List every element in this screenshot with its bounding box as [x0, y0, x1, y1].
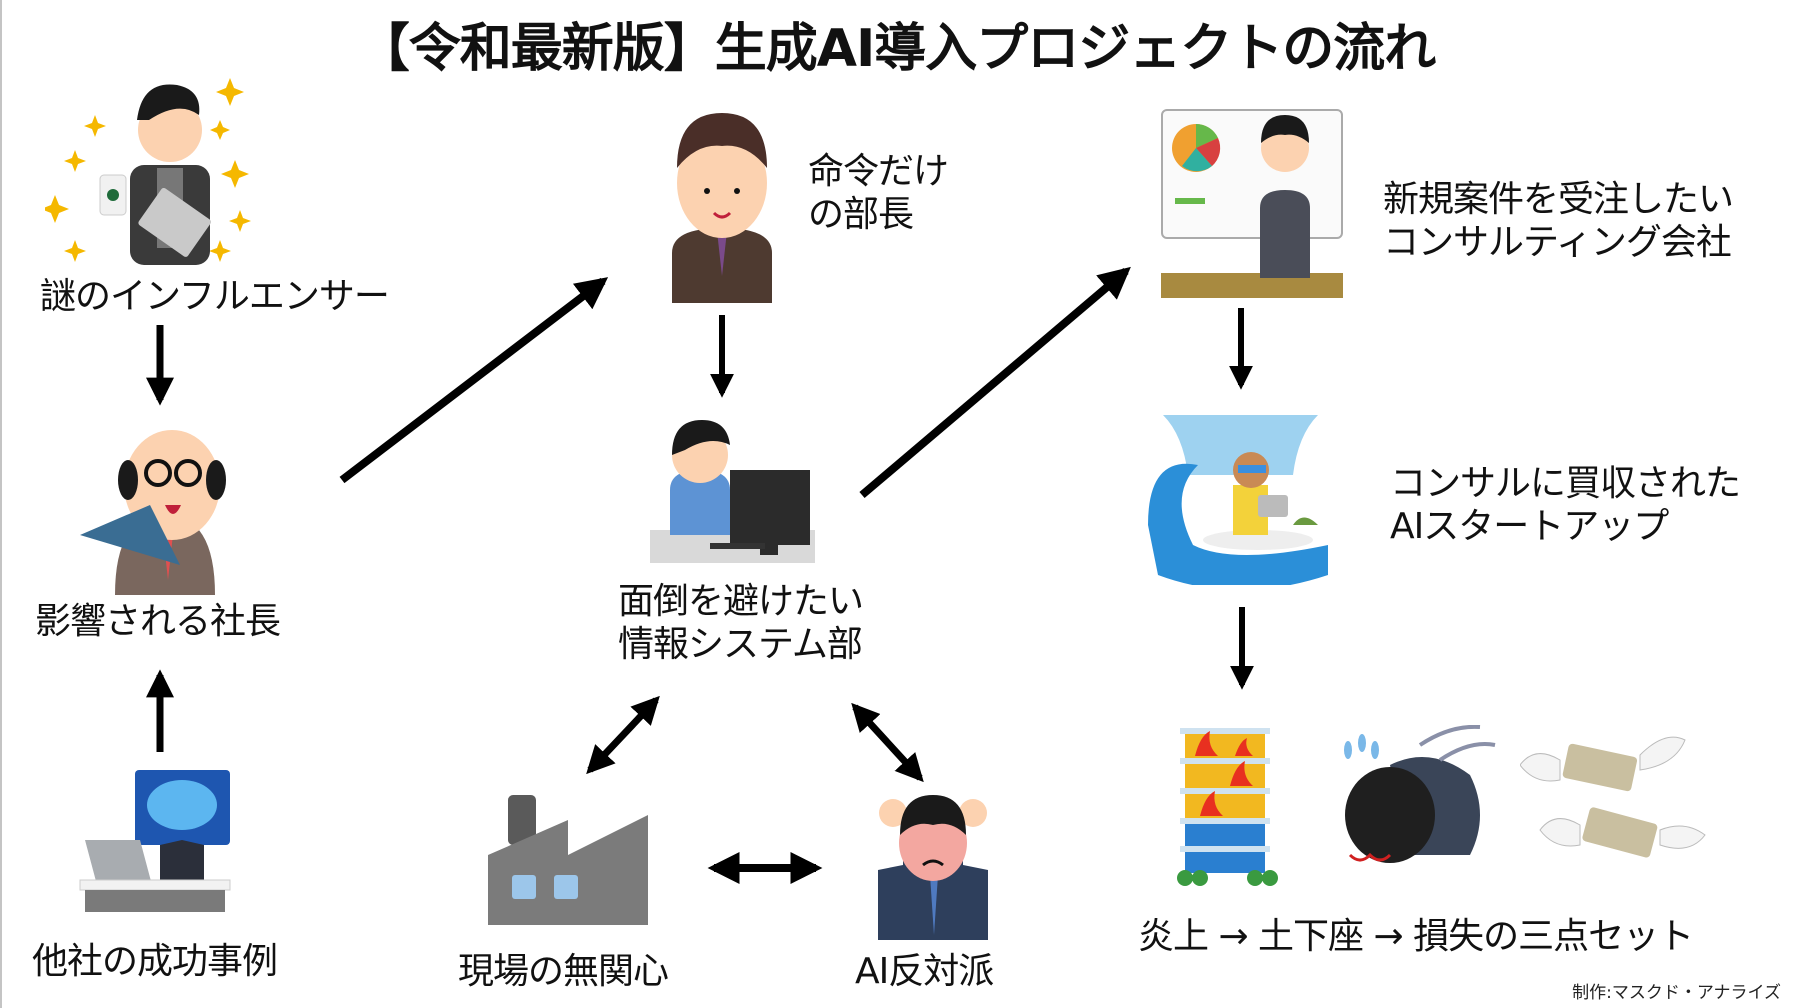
startup-label-line-2: AIスタートアップ — [1390, 506, 1669, 547]
it-dept-illustration — [650, 415, 820, 565]
ai-opponent-illustration — [868, 795, 998, 940]
burning-building-illustration — [1175, 718, 1285, 893]
double-arrow-it-opponents — [851, 702, 924, 783]
ai-opponents-label: AI反対派 — [855, 951, 994, 992]
flying-money-illustration — [1520, 725, 1720, 865]
page-title: 【令和最新版】生成AI導入プロジェクトの流れ — [357, 19, 1437, 79]
influencer-illustration — [45, 70, 265, 270]
manager-label: 命令だけ の部長 — [808, 150, 949, 236]
field-label: 現場の無関心 — [458, 951, 669, 992]
consulting-illustration — [1160, 108, 1345, 298]
factory-illustration — [488, 795, 658, 925]
dogeza-illustration — [1330, 725, 1510, 875]
success-case-label: 他社の成功事例 — [32, 941, 278, 982]
manager-label-line-2: の部長 — [808, 194, 914, 235]
it-dept-label-line-1: 面倒を避けたい — [618, 581, 864, 622]
it-dept-label-line-2: 情報システム部 — [618, 624, 863, 665]
manager-label-line-1: 命令だけ — [808, 151, 949, 192]
startup-label-line-1: コンサルに買収された — [1390, 463, 1741, 504]
consulting-label-line-1: 新規案件を受注したい — [1383, 179, 1734, 220]
consulting-label-line-2: コンサルティング会社 — [1383, 222, 1732, 263]
sparkle-icon — [45, 78, 251, 262]
it-dept-label: 面倒を避けたい 情報システム部 — [618, 580, 864, 666]
outcome-label: 炎上 → 土下座 → 損失の三点セット — [1138, 916, 1694, 957]
arrow-it-to-consulting — [859, 266, 1131, 499]
credit-text: 制作:マスクド・アナライズ — [1572, 983, 1781, 1003]
startup-label: コンサルに買収された AIスタートアップ — [1390, 462, 1741, 548]
influencer-label: 謎のインフルエンサー — [40, 276, 390, 317]
success-case-illustration — [75, 770, 235, 920]
president-illustration — [70, 415, 250, 595]
consulting-label: 新規案件を受注したい コンサルティング会社 — [1383, 178, 1734, 264]
double-arrow-it-field — [586, 695, 660, 775]
manager-illustration — [662, 113, 782, 303]
startup-illustration — [1148, 415, 1333, 585]
left-border — [0, 0, 2, 1008]
arrow-president-to-manager — [339, 277, 609, 484]
president-label: 影響される社長 — [35, 601, 281, 642]
